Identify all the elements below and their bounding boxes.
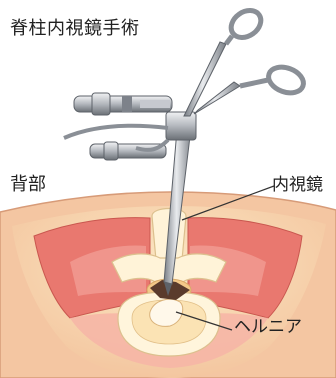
- label-hernia: ヘルニア: [234, 319, 302, 336]
- endoscope-body: [166, 112, 196, 140]
- forceps-ring-right: [265, 63, 307, 98]
- page-title: 脊柱内視鏡手術: [10, 20, 140, 38]
- label-endoscope: 内視鏡: [272, 177, 323, 194]
- camera-port: [74, 93, 172, 115]
- light-port: [64, 126, 168, 160]
- label-back: 背部: [10, 176, 46, 194]
